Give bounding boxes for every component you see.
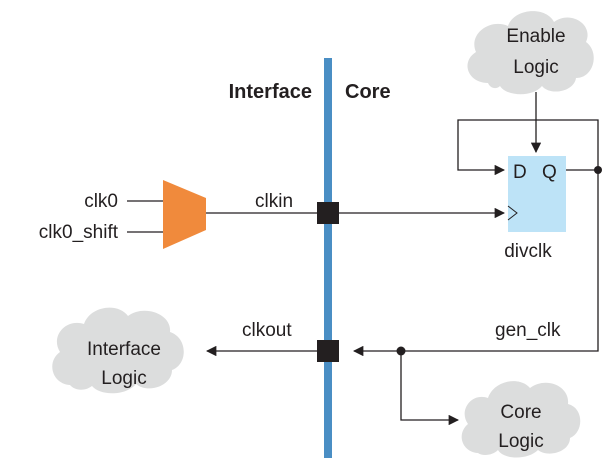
interface-core-boundary xyxy=(324,58,332,458)
clk0-label: clk0 xyxy=(84,191,118,212)
interface-header: Interface xyxy=(229,81,312,103)
clkout-label: clkout xyxy=(242,320,292,341)
gen-clk-label: gen_clk xyxy=(495,320,561,341)
core-logic-cloud: Core Logic xyxy=(461,381,581,458)
clkin-buffer xyxy=(317,202,339,224)
interface-logic-label-line1: Interface xyxy=(87,339,161,360)
flipflop-q-pin: Q xyxy=(542,162,557,183)
core-logic-label-line2: Logic xyxy=(498,431,543,452)
clock-mux xyxy=(163,180,206,249)
clk0-shift-label: clk0_shift xyxy=(39,222,119,243)
enable-logic-cloud: Enable Logic xyxy=(467,11,594,95)
core-logic-wire xyxy=(400,351,460,426)
core-logic-label-line1: Core xyxy=(500,402,541,423)
divclk-label: divclk xyxy=(504,241,552,262)
divclk-flipflop: D Q xyxy=(507,156,566,232)
gen-clk-wire xyxy=(352,170,599,357)
clkout-buffer xyxy=(317,340,339,362)
enable-logic-label-line2: Logic xyxy=(513,57,558,78)
flipflop-d-pin: D xyxy=(513,162,527,183)
clkin-label: clkin xyxy=(255,191,293,212)
enable-logic-label-line1: Enable xyxy=(506,26,565,47)
feedback-wire xyxy=(457,119,599,176)
interface-logic-label-line2: Logic xyxy=(101,368,146,389)
interface-logic-cloud: Interface Logic xyxy=(52,307,184,394)
core-header: Core xyxy=(345,81,391,103)
flipflop-clock-pin xyxy=(507,205,518,221)
